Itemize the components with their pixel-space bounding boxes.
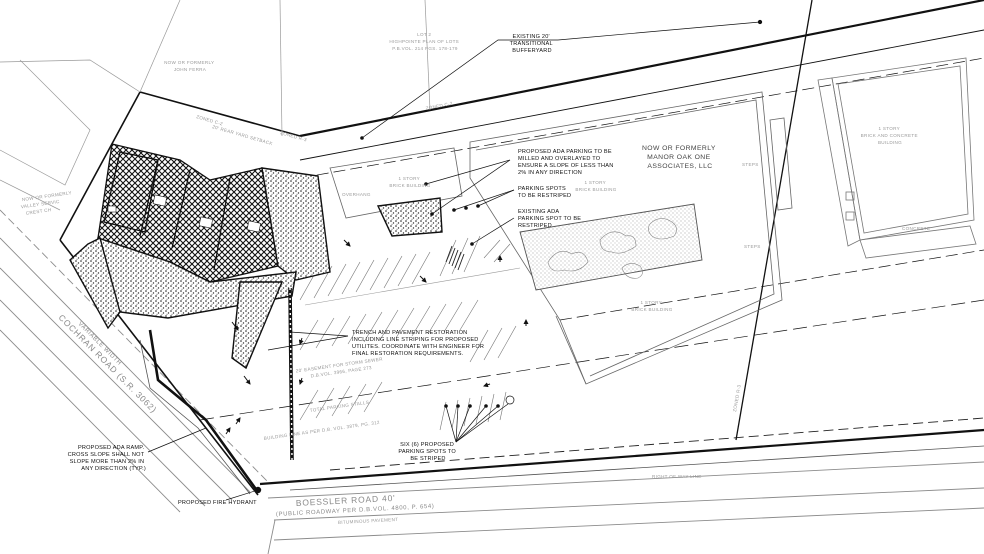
leader-dots [360, 136, 500, 408]
bituminous-label: BITUMINOUS PAVEMENT [338, 517, 399, 525]
existing-ada-note: EXISTING ADA PARKING SPOT TO BE RESTRIPE… [518, 209, 583, 229]
concrete-label: CONCRETE [902, 226, 930, 231]
zoned-label-2: ZONED R-3 [280, 130, 308, 142]
zoned-label-3: ZONED C-2 [425, 101, 453, 111]
brick-concrete-label: 1 STORY BRICK AND CONCRETE BUILDING [861, 126, 920, 145]
brick-center-label: 1 STORY BRICK BUILDING [575, 180, 616, 192]
brick-south-label: 1 STORY BRICK BUILDING [631, 300, 672, 312]
landscape-island [519, 203, 703, 291]
leader-lines [147, 19, 763, 501]
right-of-way-dashed [329, 417, 984, 471]
easement-label: 20' EASEMENT FOR STORM SEWER D.B.VOL. 39… [295, 356, 385, 380]
overhang-label: OVERHANG [342, 192, 371, 197]
building-voids [107, 194, 262, 233]
building-divider-lines [139, 159, 231, 271]
ferra-owner-label: NOW OR FORMERLY JOHN FERRA [164, 60, 216, 72]
manor-oak-building [469, 91, 793, 385]
rear-setback-label: 20' REAR YARD SETBACK [212, 124, 274, 146]
ada-ramp-note: PROPOSED ADA RAMP. CROSS SLOPE SHALL NOT… [68, 445, 146, 472]
manor-oak-owner-label: NOW OR FORMERLY MANOR OAK ONE ASSOCIATES… [642, 145, 718, 170]
ada-ramp-wall [148, 329, 260, 493]
trench-restoration-areas [69, 167, 443, 370]
zoned-label-4: ZONED R-3 [732, 384, 742, 412]
right-of-way-lower [289, 445, 984, 491]
right-of-way-label: RIGHT OF WAY LINE [652, 474, 702, 479]
adjacent-lot-lines [0, 0, 431, 211]
steps-label-2: STEPS [744, 244, 761, 249]
six-spots-note: SIX (6) PROPOSED PARKING SPOTS TO BE STR… [398, 442, 457, 462]
landscape-shrubs [547, 218, 677, 279]
small-brick-building [329, 147, 463, 219]
traffic-arrows [225, 239, 529, 435]
brick-concrete-building [817, 57, 977, 259]
boessler-road [267, 461, 984, 554]
brick-small-label: 1 STORY BRICK BUILDING [389, 176, 430, 188]
utility-trench-inner [289, 287, 293, 461]
building-line-label: BUILDING LINE AS PER D.B. VOL. 3879, PG.… [263, 420, 380, 441]
buffer-yard-note: EXISTING 20' TRANSITIONAL BUFFERYARD [510, 34, 555, 54]
right-of-way-line [259, 428, 984, 486]
zoned-label-1: ZONED C-2 [196, 114, 224, 126]
restripe-note: PARKING SPOTS TO BE RESTRIPED [518, 186, 571, 199]
fire-hydrant-note: PROPOSED FIRE HYDRANT [178, 500, 257, 506]
steps-label-1: STEPS [742, 162, 759, 167]
ada-hatching [445, 245, 465, 271]
ada-milled-note: PROPOSED ADA PARKING TO BE MILLED AND OV… [518, 149, 615, 176]
ada-ramp-inner [139, 339, 251, 495]
parking-stall-lines [299, 235, 521, 431]
parking-stalls-label: TOTAL PARKING STALLS [309, 400, 369, 413]
lot-label: LOT 2 HIGHPOINTE PLAN OF LOTS P.B.VOL. 2… [389, 32, 460, 51]
cochran-road [0, 209, 269, 513]
trench-restoration-note: TRENCH AND PAVEMENT RESTORATION INCLUDIN… [352, 330, 486, 357]
existing-structures [97, 143, 279, 283]
valley-owner-label: NOW OR FORMERLY VALLEY SERVIC CREST CH [20, 190, 76, 216]
spot-count-marker [505, 395, 515, 405]
